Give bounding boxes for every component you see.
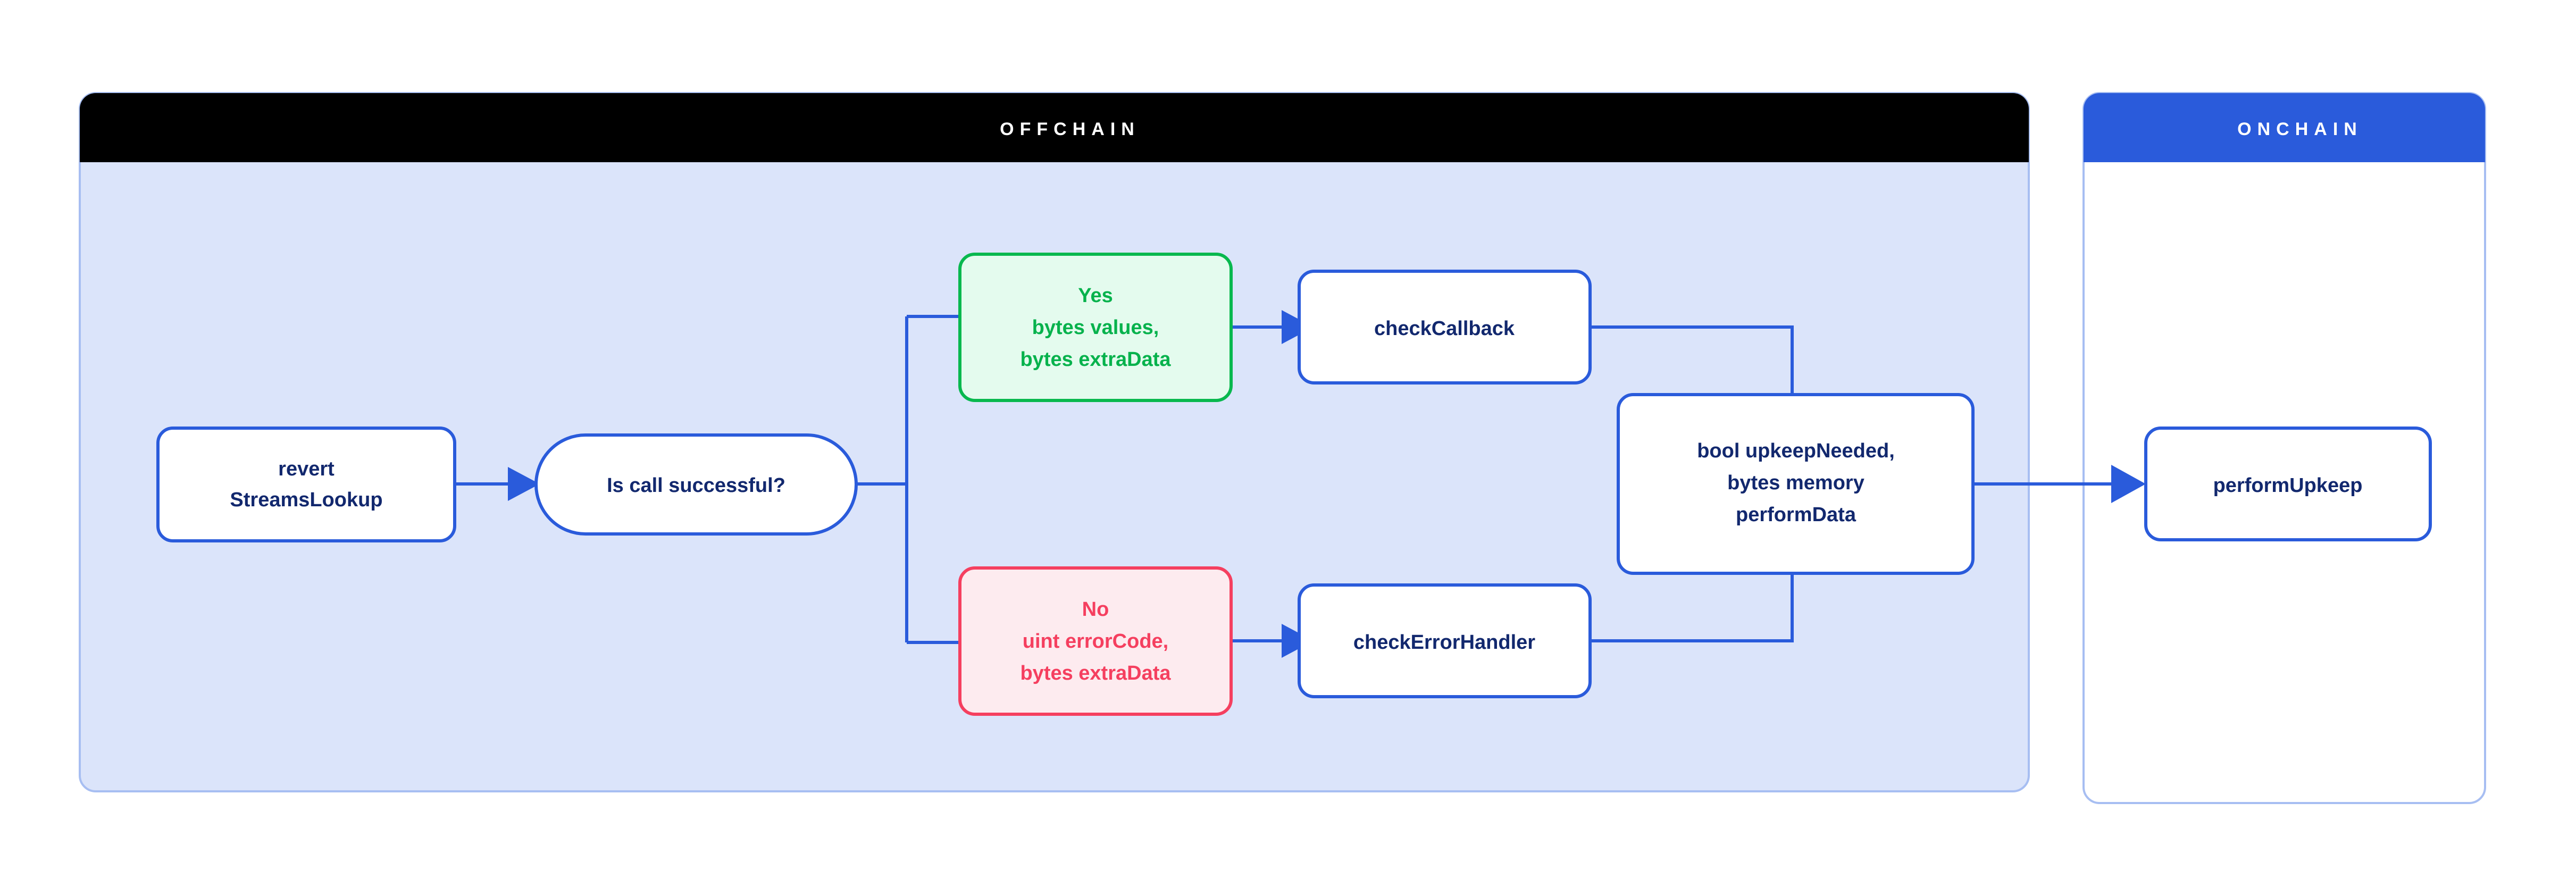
node-revert-streamslookup[interactable]: revert StreamsLookup (156, 427, 456, 542)
node-check-callback[interactable]: checkCallback (1298, 270, 1592, 385)
node-upkeep-needed[interactable]: bool upkeepNeeded, bytes memory performD… (1617, 393, 1975, 575)
node-no-branch-line2: uint errorCode, (1023, 630, 1168, 653)
node-upkeep-needed-box[interactable] (1617, 393, 1975, 575)
node-check-error-handler[interactable]: checkErrorHandler (1298, 583, 1592, 698)
node-yes-branch-line2: bytes values, (1032, 316, 1159, 339)
node-no-branch-box[interactable] (958, 566, 1233, 716)
arrowhead-revert-to-decision (508, 467, 540, 501)
node-upkeep-needed-line3: performData (1736, 504, 1856, 526)
node-perform-upkeep-label: performUpkeep (2213, 474, 2363, 497)
node-check-error-handler-label: checkErrorHandler (1353, 631, 1535, 654)
node-revert-streamslookup-line1: revert (278, 458, 334, 480)
arrowhead-upkeep-to-performupkeep (2111, 465, 2146, 503)
edge-checkerrorhandler-to-upkeep (1590, 572, 1794, 642)
node-no-branch-line3: bytes extraData (1020, 662, 1171, 684)
node-yes-branch-line1: Yes (1078, 285, 1113, 307)
offchain-panel-header (80, 93, 2029, 162)
node-perform-upkeep-box[interactable] (2144, 427, 2432, 541)
node-upkeep-needed-line1: bool upkeepNeeded, (1697, 440, 1895, 462)
node-no-branch[interactable]: No uint errorCode, bytes extraData (958, 566, 1233, 716)
node-check-callback-box[interactable] (1298, 270, 1592, 385)
node-revert-streamslookup-line2: StreamsLookup (230, 489, 382, 511)
node-is-call-successful-label: Is call successful? (607, 474, 785, 497)
node-yes-branch-box[interactable] (958, 253, 1233, 402)
node-revert-streamslookup-box[interactable] (156, 427, 456, 542)
node-yes-branch[interactable]: Yes bytes values, bytes extraData (958, 253, 1233, 402)
edge-checkcallback-to-upkeep (1590, 325, 1794, 396)
node-check-error-handler-box[interactable] (1298, 583, 1592, 698)
node-is-call-successful-box[interactable] (534, 433, 858, 536)
onchain-panel-title: ONCHAIN (2237, 119, 2363, 139)
offchain-panel-title: OFFCHAIN (1000, 119, 1140, 139)
node-is-call-successful[interactable]: Is call successful? (534, 433, 858, 536)
node-no-branch-line1: No (1082, 598, 1109, 621)
onchain-panel-header (2084, 93, 2485, 162)
node-perform-upkeep[interactable]: performUpkeep (2144, 427, 2432, 541)
node-yes-branch-line3: bytes extraData (1020, 348, 1171, 371)
node-upkeep-needed-line2: bytes memory (1727, 472, 1864, 494)
node-check-callback-label: checkCallback (1374, 317, 1515, 340)
